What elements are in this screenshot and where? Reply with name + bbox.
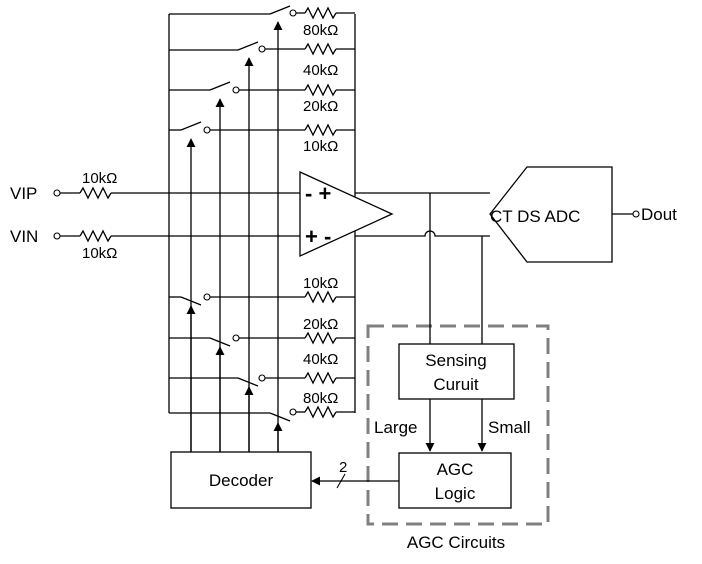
agc-logic-line2: Logic (435, 484, 476, 503)
resistor-bottom-2 (304, 331, 337, 345)
switch-top-4 (180, 121, 202, 131)
bus-width-label: 2 (339, 459, 347, 476)
feedback-top-2-label: 40kΩ (303, 62, 338, 79)
resistor-top-1 (304, 6, 337, 20)
feedback-top-4-label: 10kΩ (303, 138, 338, 155)
amplifier: - + + - (299, 170, 490, 258)
sensing-line1: Sensing (425, 351, 486, 370)
vin-label: VIN (10, 227, 38, 246)
input-section: VIP 10kΩ VIN 10kΩ (10, 170, 305, 262)
resistor-top-2 (304, 42, 337, 56)
feedback-top-3-label: 20kΩ (303, 98, 338, 115)
amplifier-bottom-signs: + - (305, 224, 331, 249)
resistor-bottom-4 (304, 405, 337, 419)
sensing-line2: Curuit (433, 375, 479, 394)
vin-resistor (79, 229, 112, 243)
decoder-label: Decoder (209, 471, 274, 490)
feedback-bottom-4-label: 80kΩ (303, 390, 338, 407)
large-label: Large (374, 418, 417, 437)
feedback-network-bottom: 10kΩ 20kΩ 40kΩ 80kΩ (169, 275, 355, 422)
feedback-network-top: 80kΩ 40kΩ 20kΩ 10kΩ (169, 5, 355, 155)
vip-terminal (53, 189, 61, 197)
sensing-circuit-block (398, 343, 515, 400)
switch-bottom-3 (237, 377, 259, 387)
feedback-bottom-2-label: 20kΩ (303, 316, 338, 333)
feedback-bottom-3-label: 40kΩ (303, 351, 338, 368)
dout-label: Dout (641, 205, 677, 224)
resistor-bottom-3 (304, 371, 337, 385)
adc-label: CT DS ADC (490, 207, 580, 226)
adc: CT DS ADC Dout (489, 166, 677, 263)
decoder: Decoder 2 (170, 451, 399, 509)
decoder-block (170, 451, 312, 509)
vin-terminal (53, 232, 61, 240)
vip-label: VIP (10, 184, 37, 203)
resistor-top-4 (304, 123, 337, 137)
vip-resistor-label: 10kΩ (82, 170, 117, 187)
agc-logic-line1: AGC (437, 460, 474, 479)
feedback-top-1-label: 80kΩ (303, 22, 338, 39)
vip-resistor (79, 186, 112, 200)
switch-bottom-4 (269, 412, 291, 422)
feedback-bottom-1-label: 10kΩ (303, 275, 338, 292)
agc-dashed-boundary (366, 324, 550, 526)
small-label: Small (488, 418, 531, 437)
agc-circuits-label: AGC Circuits (407, 533, 505, 552)
bus-slash (336, 473, 346, 489)
switch-top-1 (269, 5, 291, 15)
amplifier-triangle (299, 170, 394, 258)
dout-terminal (632, 210, 640, 218)
agc-logic-block (398, 452, 512, 509)
resistor-bottom-1 (304, 290, 337, 304)
amplifier-top-signs: - + (305, 181, 331, 206)
agc-circuits-group: Sensing Curuit Large Small AGC Logic AGC… (366, 193, 550, 552)
switch-top-2 (237, 41, 259, 51)
vin-resistor-label: 10kΩ (82, 245, 117, 262)
switch-top-3 (209, 81, 231, 91)
resistor-top-3 (304, 83, 337, 97)
switch-control-lines (186, 21, 283, 452)
